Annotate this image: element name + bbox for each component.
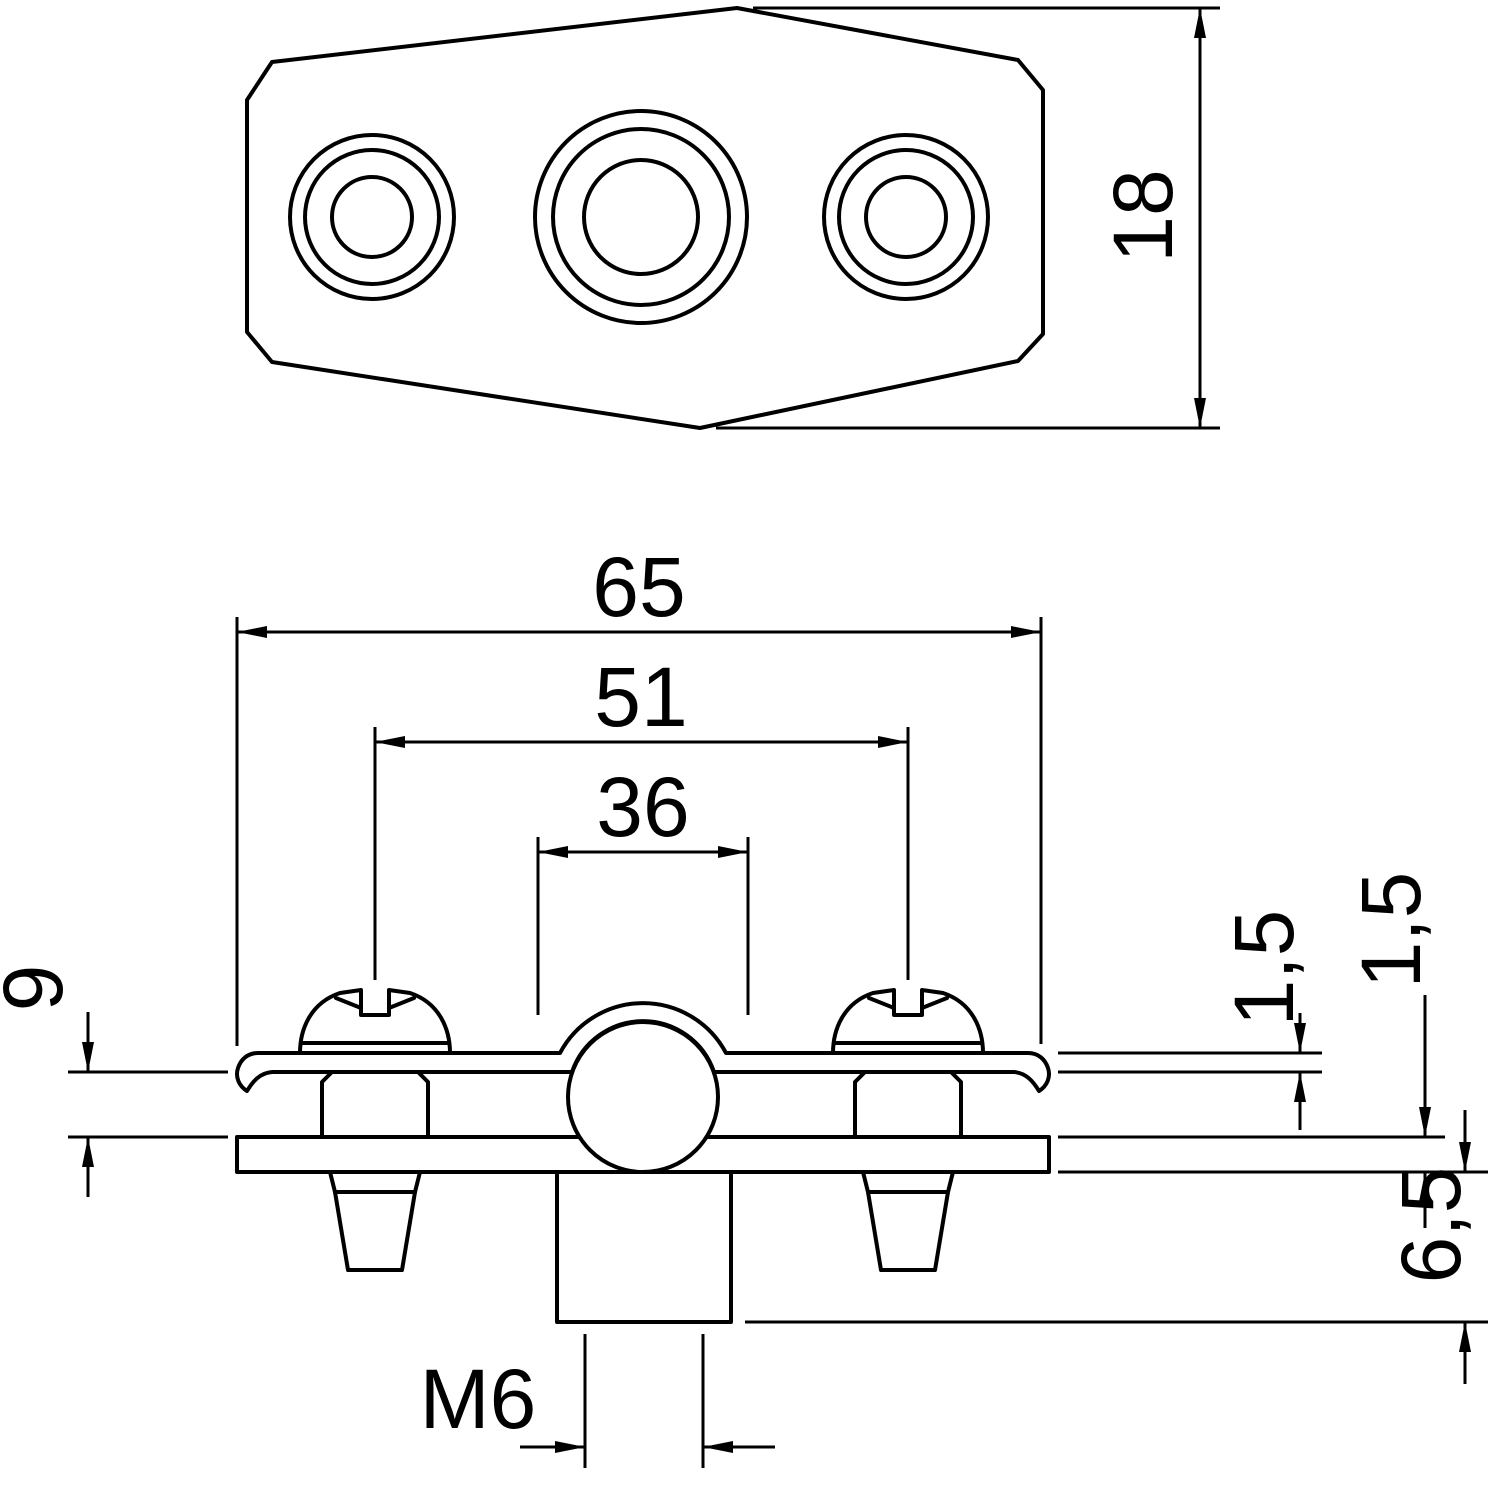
- right-nut: [853, 1070, 963, 1139]
- top-view: [245, 6, 1045, 430]
- label-screw-spacing: 51: [594, 650, 687, 744]
- dim-overall-width: [235, 617, 1043, 1046]
- label-side-height: 9: [0, 965, 80, 1012]
- left-screw-head: [298, 988, 452, 1055]
- arrowhead: [538, 846, 568, 858]
- left-hole-inner-circle: [330, 175, 414, 259]
- center-hole-mid-circle: [551, 127, 731, 307]
- arrowhead: [703, 1441, 733, 1453]
- arrowhead: [718, 846, 748, 858]
- dimensions: [68, 6, 1488, 1468]
- right-screw-recess-left: [867, 996, 896, 1010]
- right-hole-mid-circle: [837, 148, 975, 286]
- arrowhead: [1294, 1072, 1306, 1102]
- dim-side-height: [68, 1012, 228, 1197]
- right-screw-recess-right: [920, 996, 949, 1010]
- center-hole-outer-circle: [533, 109, 749, 325]
- arrowhead: [375, 736, 405, 748]
- right-hole-inner-circle: [864, 175, 948, 259]
- left-rivet: [328, 1170, 422, 1272]
- dim-strip-thickness: [1058, 1013, 1322, 1130]
- label-clamp-width: 36: [596, 760, 689, 854]
- left-nut: [320, 1070, 430, 1139]
- dim-stud-length: [745, 1110, 1488, 1384]
- left-hole-mid-circle: [303, 148, 441, 286]
- label-overall-width: 65: [592, 540, 685, 634]
- arrowhead: [82, 1042, 94, 1072]
- arrowhead: [1194, 398, 1206, 428]
- arrowhead: [1294, 1023, 1306, 1053]
- center-hole-inner-circle: [582, 158, 700, 276]
- arrowhead: [1459, 1322, 1471, 1352]
- label-stud-length: 6,5: [1384, 1167, 1478, 1284]
- arrowhead: [1419, 1172, 1431, 1202]
- arrowhead: [82, 1137, 94, 1167]
- dim-screw-spacing: [373, 727, 910, 980]
- arrowhead: [555, 1441, 585, 1453]
- label-thread-size: M6: [420, 1352, 537, 1446]
- left-hole-outer-circle: [288, 133, 456, 301]
- dim-thread: [520, 1334, 775, 1468]
- arrowhead: [1194, 8, 1206, 38]
- arrowhead: [1459, 1142, 1471, 1172]
- dim-clamp-width: [536, 837, 750, 1015]
- right-screw-head: [831, 988, 985, 1055]
- arrowhead: [237, 626, 267, 638]
- right-rivet: [861, 1170, 955, 1272]
- conductor-rod: [566, 1020, 720, 1174]
- label-base-thickness: 1,5: [1344, 872, 1438, 989]
- arrowhead: [1011, 626, 1041, 638]
- left-screw-recess-left: [334, 996, 363, 1010]
- dimension-labels: 18 65 51 36 9 1,5 1,5 6,5 M6: [0, 169, 1478, 1446]
- front-view: [235, 988, 1051, 1324]
- dim-plate-height: [716, 6, 1220, 430]
- right-hole-outer-circle: [822, 133, 990, 301]
- left-screw-recess-right: [387, 996, 416, 1010]
- arrowhead: [1419, 1107, 1431, 1137]
- threaded-stud: [555, 1170, 733, 1324]
- label-plate-height: 18: [1096, 169, 1190, 262]
- dim-base-thickness: [1058, 995, 1445, 1228]
- arrowhead: [878, 736, 908, 748]
- label-strip-thickness: 1,5: [1217, 910, 1311, 1027]
- top-view-plate-outline: [245, 6, 1045, 430]
